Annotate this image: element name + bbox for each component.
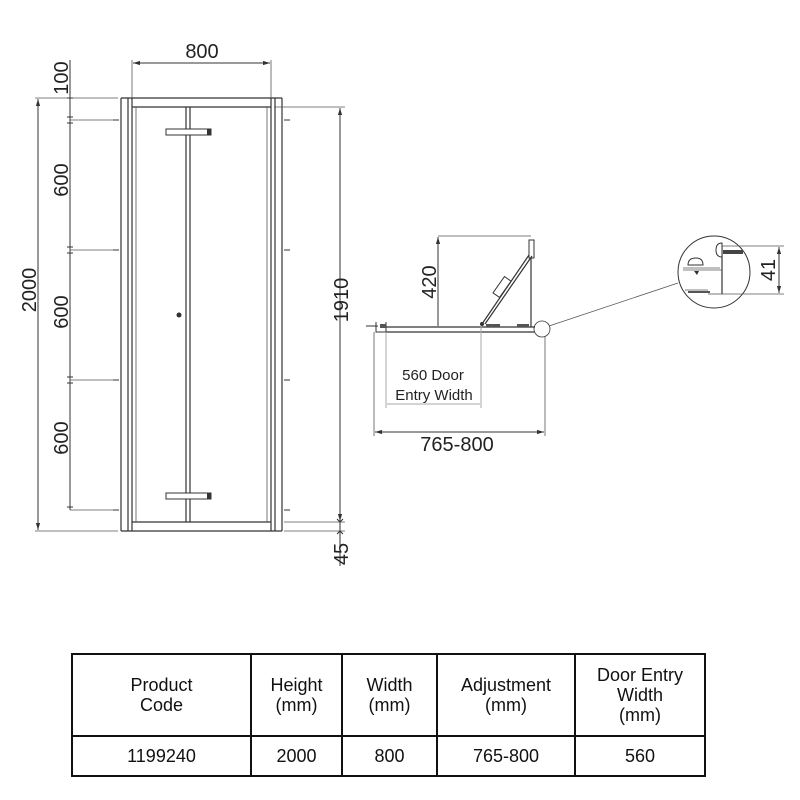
header-text: (mm) <box>275 695 318 715</box>
dimension-bottom-offset: 45 <box>284 510 353 566</box>
dimension-opening-depth: 420 <box>419 235 531 326</box>
header-text: Code <box>139 695 184 715</box>
handle-bottom <box>165 492 212 500</box>
header-text: Adjustment <box>460 675 552 695</box>
bottom-offset-label: 45 <box>331 543 353 565</box>
header-text: Product <box>130 675 193 695</box>
opening-depth-label: 420 <box>419 265 441 298</box>
header-door-entry-width: Door Entry Width (mm) <box>574 653 706 737</box>
detail-leader-line <box>548 282 679 327</box>
plan-view: 420 560 Door Entry Width 765-800 <box>366 235 679 456</box>
cell-width: 800 <box>341 735 438 777</box>
top-offset-label: 100 <box>51 61 73 94</box>
header-width: Width (mm) <box>341 653 438 737</box>
header-text: Width <box>366 675 413 695</box>
width-label: 800 <box>185 41 218 63</box>
table-header-row: Product Code Height (mm) Width (mm) Adju… <box>71 653 706 737</box>
technical-drawing: 800 2000 100 600 600 600 1910 <box>19 41 784 566</box>
dimension-width: 800 <box>131 41 272 98</box>
segment-label-2: 600 <box>51 295 73 328</box>
adjustment-label: 765-800 <box>420 434 493 456</box>
plan-folded-door <box>480 239 535 327</box>
header-text: Door Entry <box>596 665 684 685</box>
segment-label-1: 600 <box>51 163 73 196</box>
inner-height-label: 1910 <box>331 278 353 323</box>
overall-height-label: 2000 <box>19 268 41 313</box>
bifold-hinge-line <box>185 107 191 522</box>
header-text: (mm) <box>368 695 411 715</box>
magnet-catch <box>176 312 182 318</box>
entry-width-label-line1: 560 Door <box>402 367 464 384</box>
front-elevation: 800 2000 100 600 600 600 1910 <box>19 41 353 566</box>
handle-top <box>165 128 212 136</box>
cell-adjustment: 765-800 <box>436 735 576 777</box>
detail-callout-circle <box>533 320 551 338</box>
header-height: Height (mm) <box>250 653 343 737</box>
dimension-chain-fixings: 100 600 600 600 <box>51 60 113 511</box>
dimension-inner-height: 1910 <box>274 106 353 523</box>
header-adjustment: Adjustment (mm) <box>436 653 576 737</box>
header-text: Width <box>616 685 663 705</box>
profile-depth-label: 41 <box>758 259 780 281</box>
dimension-entry-width: 560 Door Entry Width <box>385 326 482 408</box>
header-text: (mm) <box>485 695 527 715</box>
dimension-overall-height: 2000 <box>19 97 118 532</box>
door-frame <box>120 97 283 532</box>
header-text: Height <box>270 675 323 695</box>
dimension-adjustment: 765-800 <box>373 332 546 456</box>
specification-table: Product Code Height (mm) Width (mm) Adju… <box>71 653 706 777</box>
wall-fixings <box>113 119 290 511</box>
cell-height: 2000 <box>250 735 343 777</box>
header-text: (mm) <box>619 705 661 725</box>
entry-width-label-line2: Entry Width <box>395 387 473 404</box>
plan-track <box>366 322 535 333</box>
segment-label-3: 600 <box>51 421 73 454</box>
cell-door-entry-width: 560 <box>574 735 706 777</box>
profile-detail: 41 <box>677 235 784 309</box>
cell-product-code: 1199240 <box>71 735 252 777</box>
header-product-code: Product Code <box>71 653 252 737</box>
table-row: 1199240 2000 800 765-800 560 <box>71 735 706 777</box>
